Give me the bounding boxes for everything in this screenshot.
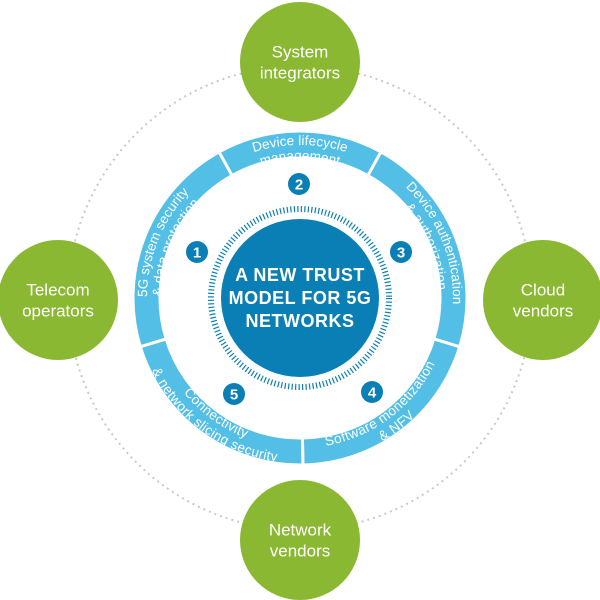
segment-2-label-line-2: management bbox=[258, 148, 342, 169]
segment-3-number-badge bbox=[390, 241, 412, 263]
network-vendors-label-line-2: vendors bbox=[270, 542, 330, 561]
segment-2-number: 2 bbox=[295, 177, 303, 194]
cloud-vendors-label-line-1: Cloud bbox=[521, 281, 565, 300]
segment-4-number-badge bbox=[361, 381, 383, 403]
segment-5-number-badge bbox=[223, 383, 245, 405]
network-vendors-circle bbox=[240, 480, 360, 600]
segment-5-band bbox=[138, 337, 305, 467]
telecom-operators-circle bbox=[0, 240, 118, 360]
cloud-vendors-label-line-2: vendors bbox=[513, 302, 573, 321]
center-title-line-3: NETWORKS bbox=[246, 311, 355, 331]
network-vendors-label-line-1: Network bbox=[269, 521, 332, 540]
segment-numbers: 1 2 3 4 5 bbox=[186, 173, 412, 405]
tick-ring bbox=[208, 206, 392, 390]
center-title-line-2: MODEL FOR 5G bbox=[229, 288, 372, 308]
segment-5-number: 5 bbox=[230, 387, 238, 404]
system-integrators-label-line-1: System bbox=[272, 43, 329, 62]
center-title-line-1: A NEW TRUST bbox=[235, 265, 365, 285]
system-integrators-label-line-2: integrators bbox=[260, 64, 340, 83]
center-circle bbox=[221, 219, 379, 377]
segment-3-number: 3 bbox=[397, 245, 405, 262]
cloud-vendors-circle bbox=[483, 240, 600, 360]
segment-1-number: 1 bbox=[193, 245, 201, 262]
telecom-operators-label-line-2: operators bbox=[22, 302, 94, 321]
segment-4-number: 4 bbox=[368, 385, 377, 402]
center-title: A NEW TRUST MODEL FOR 5G NETWORKS bbox=[229, 265, 372, 331]
segment-2-label-line-1: Device lifecycle bbox=[250, 133, 350, 155]
system-integrators-circle bbox=[240, 2, 360, 122]
telecom-operators-label-line-1: Telecom bbox=[26, 281, 89, 300]
segment-1-number-badge bbox=[186, 241, 208, 263]
segment-2-number-badge bbox=[288, 173, 310, 195]
